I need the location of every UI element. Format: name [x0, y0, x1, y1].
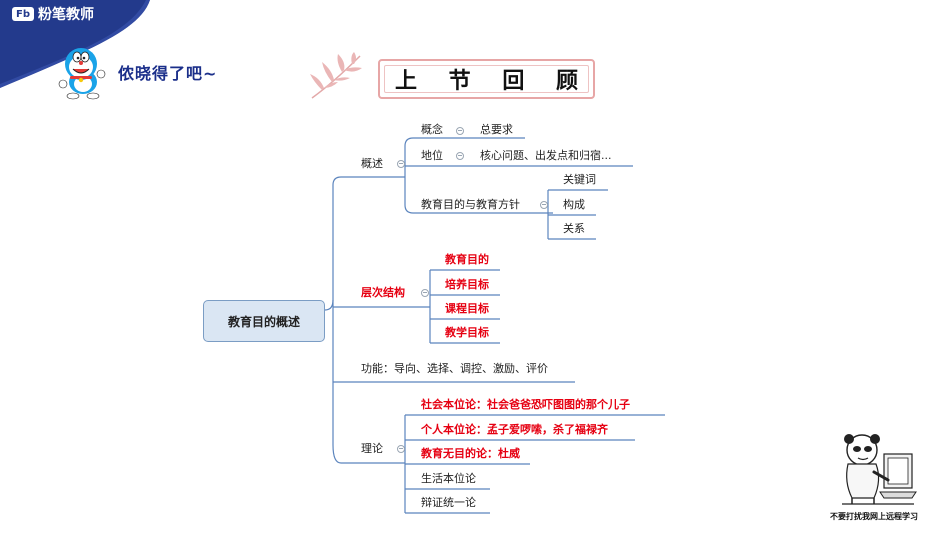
brand-band: [0, 0, 150, 88]
meme-caption: 不要打扰我网上远程学习: [830, 512, 918, 521]
node-social-standard: 社会本位论：社会爸爸恐吓图图的那个儿子: [421, 398, 630, 411]
node-training-goal: 培养目标: [445, 278, 489, 291]
node-teaching-goal: 教学目标: [445, 326, 489, 339]
collapse-toggle[interactable]: [456, 152, 464, 160]
node-life-standard: 生活本位论: [421, 472, 476, 485]
node-keywords: 关键词: [563, 173, 596, 186]
node-composition: 构成: [563, 198, 585, 211]
collapse-toggle[interactable]: [540, 201, 548, 209]
collapse-toggle[interactable]: [456, 127, 464, 135]
branch-theory: 理论: [361, 442, 383, 455]
node-relation: 关系: [563, 222, 585, 235]
node-status: 地位: [421, 149, 443, 162]
node-dialectical-unity: 辩证统一论: [421, 496, 476, 509]
node-course-goal: 课程目标: [445, 302, 489, 315]
branch-functions: 功能：导向、选择、调控、激励、评价: [361, 362, 548, 375]
node-education-purpose: 教育目的: [445, 253, 489, 266]
doraemon-icon: [58, 48, 106, 100]
brand: Fb 粉笔教师: [12, 5, 94, 23]
node-individual-standard: 个人本位论：孟子爱啰嗦，杀了福禄齐: [421, 423, 608, 436]
branch-hierarchy: 层次结构: [361, 286, 405, 299]
leaf-branch-icon: [310, 52, 362, 99]
node-concept: 概念: [421, 123, 443, 136]
node-core-issue: 核心问题、出发点和归宿...: [480, 149, 612, 162]
collapse-toggle[interactable]: [421, 289, 429, 297]
collapse-toggle[interactable]: [397, 445, 405, 453]
node-no-purpose: 教育无目的论：杜威: [421, 447, 520, 460]
panda-at-computer-icon: [842, 434, 917, 505]
node-purpose-and-policy: 教育目的与教育方针: [421, 198, 520, 211]
branch-overview: 概述: [361, 157, 383, 170]
brand-logo: Fb: [12, 7, 34, 21]
collapse-toggle[interactable]: [397, 160, 405, 168]
brand-name: 粉笔教师: [38, 7, 94, 23]
section-title: 上 节 回 顾: [378, 59, 595, 99]
mindmap-root: 教育目的概述: [203, 300, 325, 342]
node-general-requirement: 总要求: [480, 123, 513, 136]
slogan: 侬晓得了吧~: [118, 64, 218, 83]
